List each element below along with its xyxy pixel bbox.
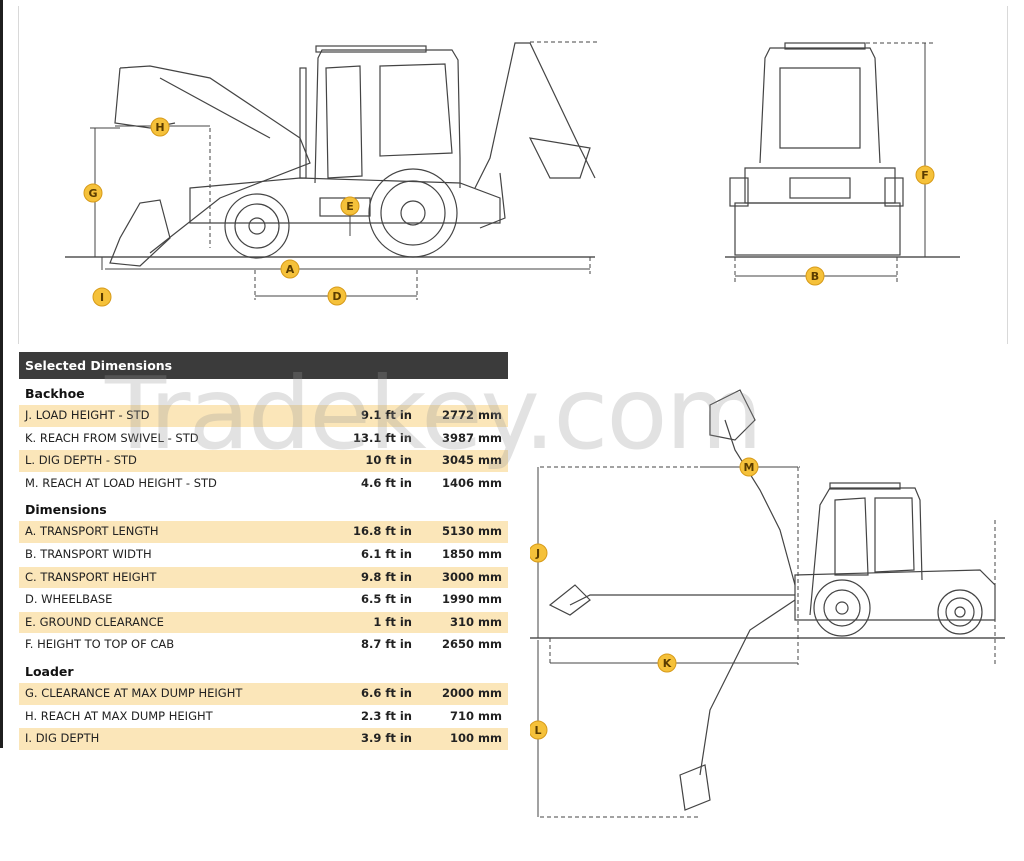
marker-k-label: K: [663, 657, 672, 670]
row-ft: 2.3 ft in: [360, 708, 412, 723]
backhoe-reach-diagram: J K L M: [530, 389, 1005, 818]
table-row: D. WHEELBASE 6.5 ft in 1990 mm: [19, 589, 508, 612]
marker-g: [83, 183, 103, 203]
table-row: I. DIG DEPTH 3.9 ft in 100 mm: [19, 728, 508, 751]
marker-i: [92, 287, 112, 307]
section-dimensions: Dimensions: [25, 502, 107, 518]
row-mm: 100 mm: [450, 731, 502, 746]
marker-h-label: H: [155, 121, 164, 134]
section-loader: Loader: [25, 663, 74, 679]
marker-l-label: L: [534, 724, 541, 737]
marker-f-label: F: [921, 169, 929, 182]
row-mm: 1406 mm: [442, 475, 502, 490]
row-ft: 9.1 ft in: [360, 408, 412, 422]
marker-d: [327, 286, 347, 306]
row-ft: 3.9 ft in: [360, 731, 412, 746]
row-mm: 1850 mm: [442, 546, 502, 561]
front-view-diagram: F B: [725, 42, 960, 286]
diagram-frame: [18, 6, 1008, 344]
row-label: G. CLEARANCE AT MAX DUMP HEIGHT: [25, 685, 243, 700]
row-mm: 310 mm: [450, 614, 502, 629]
marker-a: [280, 259, 300, 279]
marker-b: [805, 266, 825, 286]
marker-j: [530, 543, 548, 563]
row-label: M. REACH AT LOAD HEIGHT - STD: [25, 475, 217, 490]
table-row: M. REACH AT LOAD HEIGHT - STD 4.6 ft in 14…: [19, 473, 508, 496]
row-label: L. DIG DEPTH - STD: [25, 453, 137, 468]
row-ft: 6.1 ft in: [360, 546, 412, 561]
marker-j-label: J: [535, 547, 540, 560]
row-mm: 3987 mm: [442, 430, 502, 445]
row-mm: 3045 mm: [442, 453, 502, 468]
row-label: D. WHEELBASE: [25, 592, 113, 607]
row-ft: 6.6 ft in: [360, 685, 412, 700]
table-row: G. CLEARANCE AT MAX DUMP HEIGHT 6.6 ft in…: [19, 682, 508, 706]
row-mm: 2772 mm: [442, 408, 502, 422]
marker-a-label: A: [286, 263, 295, 276]
row-ft: 10 ft in: [365, 453, 412, 468]
marker-m-label: M: [744, 461, 755, 474]
row-mm: 710 mm: [450, 708, 502, 723]
marker-f: [915, 165, 935, 185]
section-backhoe: Backhoe: [25, 386, 85, 401]
row-ft: 8.7 ft in: [360, 637, 412, 652]
row-ft: 1 ft in: [373, 614, 412, 629]
table-title: Selected Dimensions: [19, 352, 508, 379]
row-ft: 13.1 ft in: [352, 430, 412, 445]
row-label: I. DIG DEPTH: [25, 731, 100, 746]
marker-l: [530, 720, 548, 740]
left-edge-bar: [0, 0, 3, 748]
marker-k: [657, 653, 677, 673]
row-label: K. REACH FROM SWIVEL - STD: [25, 430, 199, 445]
selected-dimensions-table: Selected Dimensions Backhoe J. LOAD HEIG…: [19, 352, 508, 751]
row-label: C. TRANSPORT HEIGHT: [25, 569, 157, 584]
table-row: B. TRANSPORT WIDTH 6.1 ft in 1850 mm: [19, 544, 508, 567]
row-ft: 16.8 ft in: [352, 524, 412, 539]
row-mm: 2000 mm: [442, 685, 502, 700]
row-label: H. REACH AT MAX DUMP HEIGHT: [25, 708, 213, 723]
row-mm: 3000 mm: [442, 569, 502, 584]
marker-i-label: I: [100, 291, 104, 304]
marker-g-label: G: [88, 187, 97, 200]
row-label: F. HEIGHT TO TOP OF CAB: [25, 637, 175, 652]
row-ft: 4.6 ft in: [360, 475, 412, 490]
row-ft: 9.8 ft in: [360, 569, 412, 584]
row-mm: 5130 mm: [442, 524, 502, 539]
row-ft: 6.5 ft in: [360, 592, 412, 607]
marker-m: [739, 457, 759, 477]
marker-b-label: B: [811, 270, 819, 283]
row-mm: 2650 mm: [442, 637, 502, 652]
row-label: E. GROUND CLEARANCE: [25, 614, 164, 629]
side-view-diagram: A D E G H I C: [65, 41, 600, 307]
marker-e-label: E: [346, 200, 354, 213]
marker-e: [340, 196, 360, 216]
table-row: A. TRANSPORT LENGTH 16.8 ft in 5130 mm: [19, 521, 508, 544]
table-row: C. TRANSPORT HEIGHT 9.8 ft in 3000 mm: [19, 566, 508, 590]
table-row: J. LOAD HEIGHT - STD 9.1 ft in 2772 mm: [19, 405, 508, 428]
table-row: H. REACH AT MAX DUMP HEIGHT 2.3 ft in 710 …: [19, 706, 508, 729]
row-label: A. TRANSPORT LENGTH: [25, 524, 159, 539]
table-row: K. REACH FROM SWIVEL - STD 13.1 ft in 3987…: [19, 428, 508, 451]
marker-d-label: D: [332, 290, 341, 303]
table-row: F. HEIGHT TO TOP OF CAB 8.7 ft in 2650 mm: [19, 634, 508, 657]
row-mm: 1990 mm: [442, 592, 502, 607]
marker-h: [150, 117, 170, 137]
row-label: J. LOAD HEIGHT - STD: [25, 408, 150, 422]
table-row: L. DIG DEPTH - STD 10 ft in 3045 mm: [19, 450, 508, 473]
row-label: B. TRANSPORT WIDTH: [25, 546, 152, 561]
table-row: E. GROUND CLEARANCE 1 ft in 310 mm: [19, 611, 508, 635]
